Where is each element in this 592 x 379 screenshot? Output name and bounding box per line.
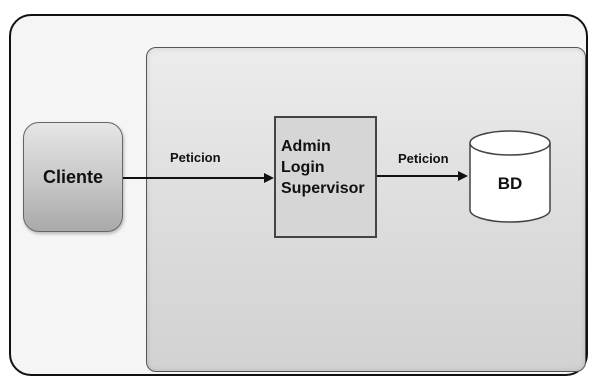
client-label: Cliente xyxy=(42,166,103,187)
server-node: Admin Login Supervisor xyxy=(274,116,377,238)
database-label: BD xyxy=(497,174,523,193)
database-node: BD xyxy=(468,130,552,226)
edge-label-client-server: Peticion xyxy=(170,150,221,165)
server-line-login: Login xyxy=(281,159,325,176)
server-line-supervisor: Supervisor xyxy=(281,180,365,197)
client-node: Cliente xyxy=(23,122,123,232)
edge-label-server-db: Peticion xyxy=(398,151,449,166)
server-line-admin: Admin xyxy=(281,138,331,155)
database-cylinder-icon xyxy=(469,130,551,223)
